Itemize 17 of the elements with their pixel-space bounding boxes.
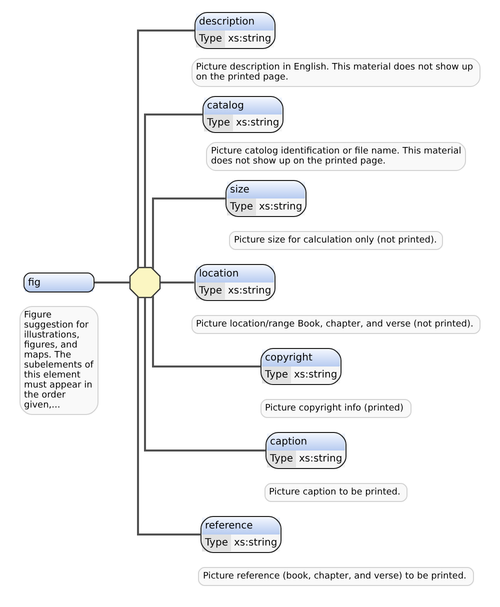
node-label: Picture location/range Book, chapter, and verse (not printed). <box>196 320 474 330</box>
connector <box>137 30 194 268</box>
node-label: Picture copyright info (printed) <box>265 404 404 414</box>
node-label: Picture reference (book, chapter, and verse) to be printed. <box>203 572 466 582</box>
node-label: Picture caption to be printed. <box>269 488 400 498</box>
node-label: Picture catolog identification or file name. This material does not show up on the printed page. <box>211 146 462 167</box>
connector <box>144 298 266 452</box>
node-label: Picture size for calculation only (not printed). <box>234 236 437 246</box>
connector <box>94 282 130 284</box>
node-label: Figure suggestion for illustrations, figures, and maps. The subelements of this element must appear in the order given,... <box>24 310 94 411</box>
connector <box>144 114 203 268</box>
connector <box>160 282 194 284</box>
connector <box>152 296 261 368</box>
connector <box>152 198 226 269</box>
node-octagon <box>129 266 161 298</box>
node-label: Picture description in English. This material does not show up on the printed page. <box>196 62 474 83</box>
connector <box>137 296 201 536</box>
